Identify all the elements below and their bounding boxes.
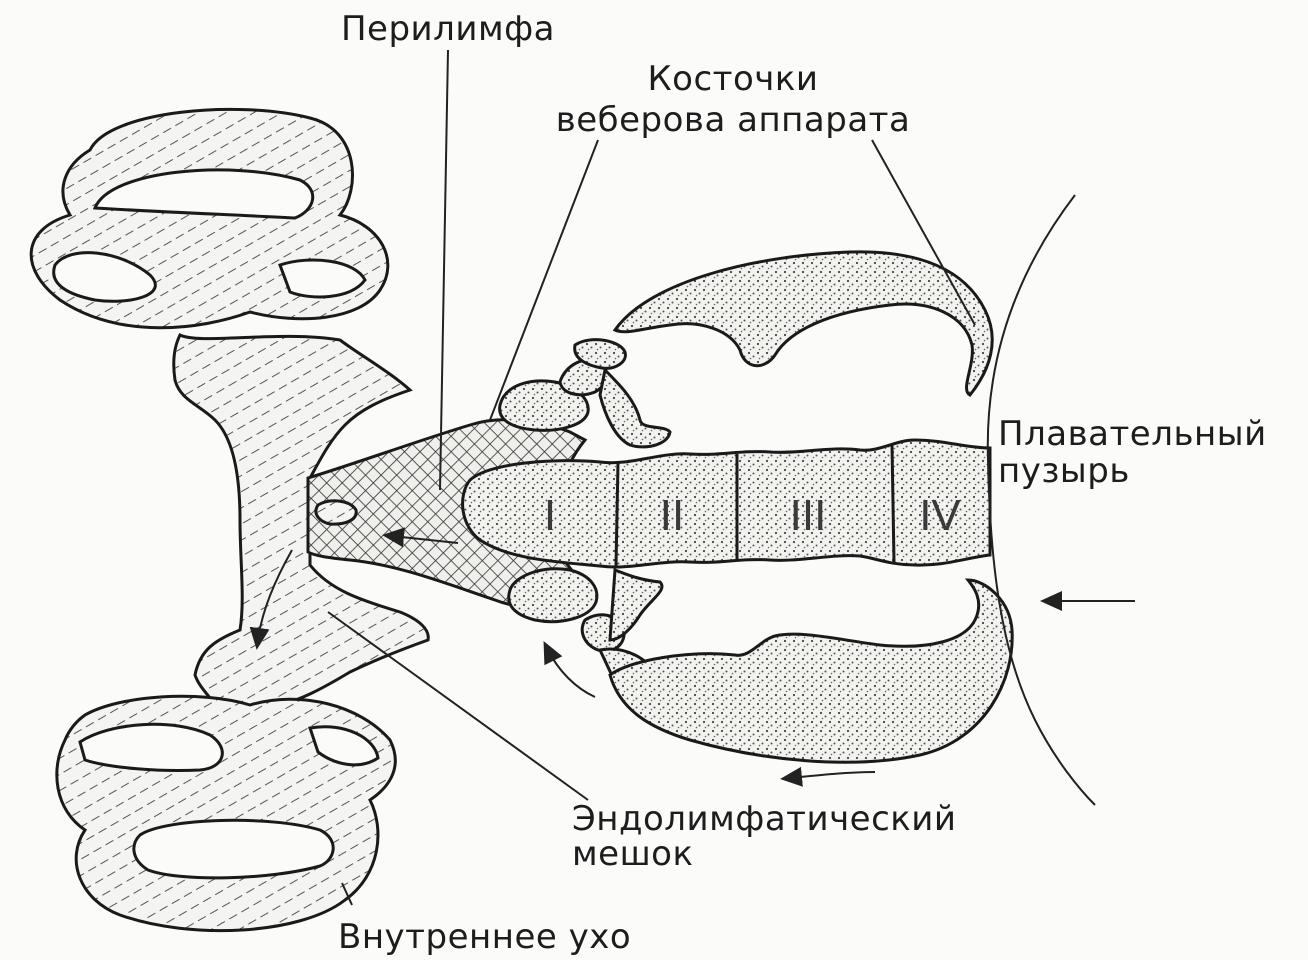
lower-flow-arrow: [790, 772, 875, 778]
label-endolymphatic-line1: Эндолимфатический: [572, 799, 957, 839]
inner-ear-lower: [57, 696, 396, 930]
vertebra-label-1: I: [544, 491, 556, 540]
ossicles-lower: [509, 569, 1012, 763]
ossicles-upper: [500, 252, 993, 447]
label-swim-bladder-line2: пузырь: [998, 451, 1130, 491]
label-inner-ear: Внутреннее ухо: [338, 917, 631, 957]
label-ossicles-line1: Косточки: [648, 59, 819, 99]
ossicle-flow-arrow: [548, 650, 595, 697]
vertebra-label-4: IV: [919, 491, 961, 540]
label-endolymphatic-line2: мешок: [572, 834, 694, 874]
label-swim-bladder-line1: Плавательный: [998, 414, 1267, 454]
swim-bladder-wall: [988, 195, 1095, 805]
label-perilymph: Перилимфа: [341, 9, 555, 49]
vertebra-label-3: III: [790, 491, 827, 540]
label-ossicles-line2: веберова аппарата: [556, 100, 911, 140]
vertebra-label-2: II: [660, 491, 684, 540]
inner-ear-upper: [31, 109, 388, 327]
